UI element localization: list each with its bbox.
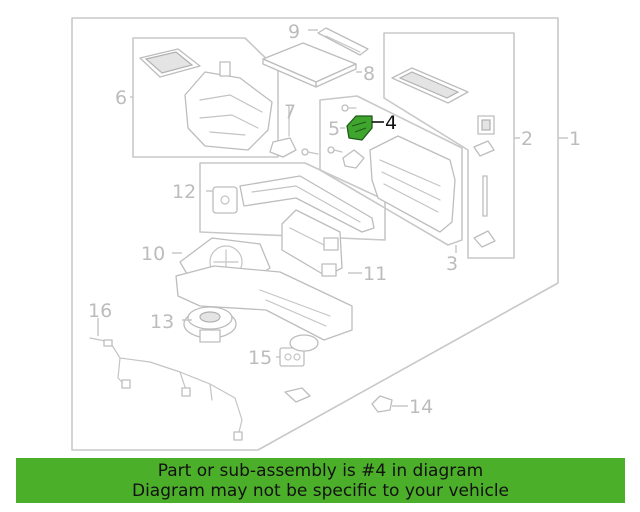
banner-line-2: Diagram may not be specific to your vehi… <box>131 480 509 501</box>
part-2-panels <box>391 67 496 248</box>
leader-lines <box>97 29 568 407</box>
info-banner: Part or sub-assembly is #4 in diagram Di… <box>16 458 625 503</box>
part-16-wiring-harness <box>89 337 243 441</box>
part-13-blower-motor <box>183 306 237 343</box>
box-6-outline <box>132 37 279 158</box>
part-small-clip <box>284 387 311 403</box>
callout-10: 10 <box>141 243 165 265</box>
part-8-cabin-filter <box>262 42 357 88</box>
part-9-strip <box>317 27 369 56</box>
part-5-bracket <box>342 149 365 169</box>
callout-2: 2 <box>521 128 533 150</box>
part-15-bracket <box>279 334 319 367</box>
part-7-bracket <box>269 119 319 158</box>
callout-5: 5 <box>328 118 340 140</box>
callout-14: 14 <box>409 396 433 418</box>
part-6-filter-frame <box>139 48 201 78</box>
part-6-blower-housing <box>184 61 273 151</box>
part-11-block <box>281 209 343 277</box>
part-10-housing <box>175 237 353 341</box>
callout-15: 15 <box>248 347 272 369</box>
callout-11: 11 <box>363 263 387 285</box>
callout-16: 16 <box>88 300 112 322</box>
box-2-outline <box>383 32 515 259</box>
callout-4: 4 <box>385 112 397 134</box>
part-14-sensor <box>371 395 393 413</box>
callout-12: 12 <box>172 181 196 203</box>
part-12-duct <box>212 175 375 233</box>
callout-1: 1 <box>569 128 581 150</box>
callout-8: 8 <box>363 63 375 85</box>
callout-6: 6 <box>115 87 127 109</box>
callout-13: 13 <box>150 311 174 333</box>
banner-line-1: Part or sub-assembly is #4 in diagram <box>157 460 484 481</box>
box-12-outline <box>199 162 386 241</box>
callout-7: 7 <box>284 101 296 123</box>
part-4-actuator-highlighted <box>346 115 373 141</box>
main-assembly-outline <box>71 17 559 451</box>
callout-3: 3 <box>446 253 458 275</box>
part-3-case <box>327 104 456 233</box>
callout-9: 9 <box>288 21 300 43</box>
